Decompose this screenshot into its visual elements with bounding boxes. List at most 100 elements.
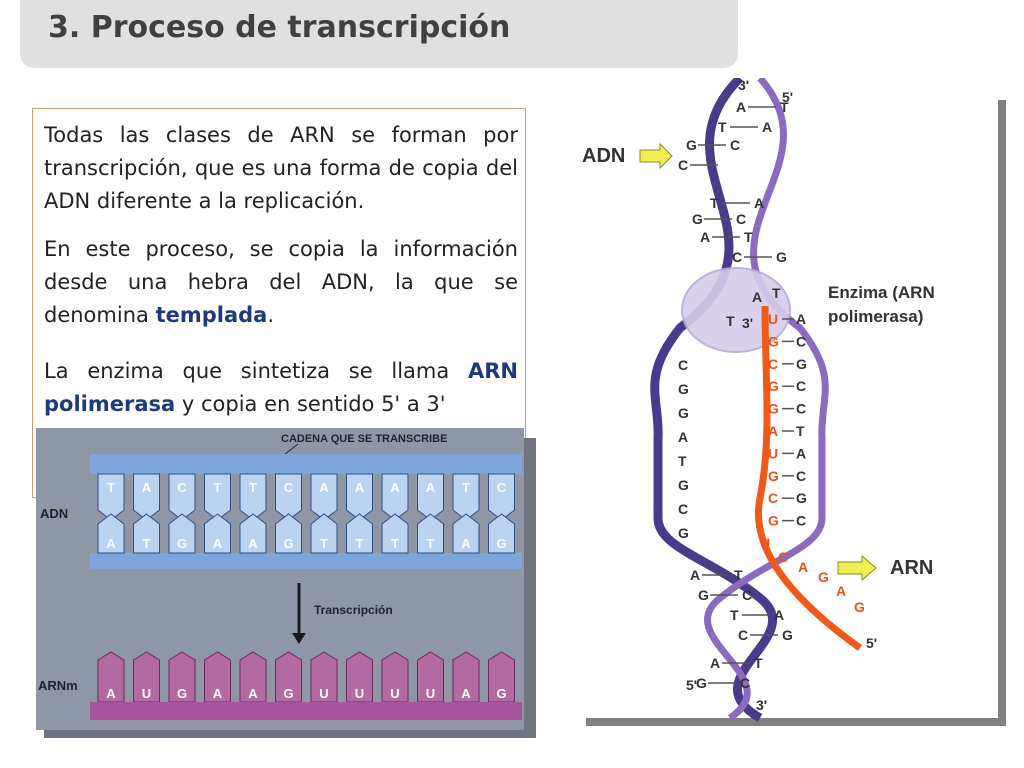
rna-base: G: [768, 468, 779, 484]
prime-label-top-right: 5': [782, 89, 793, 105]
helix-base-right: C: [736, 211, 746, 227]
dna-base: C: [796, 333, 806, 349]
mrna-base-letter: U: [426, 686, 435, 701]
coding-base-letter: G: [283, 536, 293, 551]
keyword-templada: templada: [155, 303, 268, 327]
left-strand-base: C: [678, 357, 688, 373]
helix-base-right: A: [754, 195, 764, 211]
template-base-letter: A: [142, 480, 152, 495]
dna-base: C: [796, 468, 806, 484]
left-strand-base: A: [678, 429, 688, 445]
dna-pointer-arrow: [639, 142, 673, 170]
rna-tail-base: A: [798, 559, 808, 575]
template-base-letter: A: [390, 480, 400, 495]
rna-base: U: [768, 311, 778, 327]
paragraph-intro: Todas las clases de ARN se forman por tr…: [44, 123, 518, 213]
coding-base-letter: T: [356, 536, 364, 551]
template-base-letter: C: [177, 480, 187, 495]
template-base-letter: C: [284, 480, 294, 495]
dna-template-band: [90, 454, 522, 474]
coding-nucleotide: [97, 513, 125, 554]
mrna-base-letter: U: [355, 686, 364, 701]
template-nucleotide: [168, 473, 196, 521]
mrna-base-letter: G: [496, 686, 506, 701]
rna-tail-base: C: [778, 549, 788, 565]
rna-base: G: [768, 333, 779, 349]
dna-strand-left: [650, 78, 778, 722]
prime-label-enzyme: 3': [742, 315, 753, 331]
coding-nucleotide: [275, 513, 302, 554]
dna-base: A: [796, 311, 806, 327]
dna-base: G: [796, 490, 807, 506]
coding-base-letter: A: [461, 536, 471, 551]
figure-background: [578, 92, 998, 718]
template-nucleotide: [417, 473, 444, 521]
rna-tail-base: G: [818, 569, 829, 585]
helix-base-left: A: [700, 229, 710, 245]
prime-label-bottom-left: 5': [686, 677, 697, 693]
template-nucleotide: [452, 473, 480, 521]
coding-nucleotide: [168, 513, 196, 554]
template-nucleotide: [488, 473, 515, 521]
helix-base-left: G: [686, 137, 697, 153]
template-base-letter: T: [214, 480, 222, 495]
template-base-letter: A: [355, 480, 365, 495]
coding-base-letter: A: [248, 536, 258, 551]
paragraph-enzyme: La enzima que sintetiza se llama ARN pol…: [44, 355, 518, 421]
left-strand-base: C: [678, 501, 688, 517]
template-base-letter: T: [462, 480, 470, 495]
rna-tail-base: A: [836, 583, 846, 599]
helix-base-right: T: [780, 99, 789, 115]
helix-base-right: G: [782, 627, 793, 643]
mrna-base-letter: A: [213, 686, 223, 701]
paragraph-enzyme-text: La enzima que sintetiza se llama: [44, 359, 468, 383]
mrna-base-letter: U: [142, 686, 151, 701]
coding-nucleotide: [452, 513, 480, 554]
enzyme-base-t: T: [772, 285, 781, 301]
enzyme-base-t2: T: [726, 313, 735, 329]
helix-base-right: A: [762, 119, 772, 135]
keyword-arn-polimerasa: ARN polimerasa: [44, 359, 518, 416]
rna-base: C: [768, 490, 778, 506]
paragraph-template-end: .: [267, 303, 275, 327]
coding-nucleotide: [417, 513, 444, 554]
coding-base-letter: A: [213, 536, 223, 551]
enzyme-label-line1: Enzima (ARN: [828, 283, 935, 302]
template-strand-caption: CADENA QUE SE TRANSCRIBE: [281, 433, 447, 445]
mrna-base-letter: A: [106, 686, 116, 701]
helix-base-right: T: [734, 567, 743, 583]
rna-base: A: [768, 423, 778, 439]
coding-base-letter: T: [427, 536, 435, 551]
prime-label-bottom-right: 3': [756, 697, 767, 713]
rna-arrow-label: ARN: [890, 557, 933, 579]
dna-base: C: [796, 378, 806, 394]
rna-base: G: [768, 401, 779, 417]
template-nucleotide: [310, 473, 338, 521]
enzyme-label-line2: polimerasa): [828, 307, 923, 326]
coding-nucleotide: [381, 513, 409, 554]
mrna-base-letter: G: [177, 686, 187, 701]
title-bar: [20, 0, 738, 68]
paragraph-enzyme-end: y copia en sentido 5' a 3': [175, 392, 446, 416]
helix-base-left: A: [690, 567, 700, 583]
template-nucleotide: [239, 473, 267, 521]
template-base-letter: C: [497, 480, 507, 495]
dna-base: A: [796, 445, 806, 461]
dna-arrow-label: ADN: [582, 145, 625, 167]
coding-nucleotide: [204, 513, 231, 554]
helix-base-left: A: [710, 655, 720, 671]
rna-base: G: [768, 378, 779, 394]
coding-nucleotide: [310, 513, 338, 554]
template-base-letter: A: [426, 480, 436, 495]
coding-base-letter: T: [391, 536, 399, 551]
template-nucleotide: [275, 473, 302, 521]
helix-base-left: T: [718, 119, 727, 135]
helix-base-right: C: [742, 587, 752, 603]
mrna-label: ARNm: [38, 678, 78, 693]
rna-base: U: [768, 445, 778, 461]
rna-base: C: [768, 356, 778, 372]
coding-base-letter: G: [496, 536, 506, 551]
dna-base: C: [796, 513, 806, 529]
helix-base-left: G: [698, 587, 709, 603]
